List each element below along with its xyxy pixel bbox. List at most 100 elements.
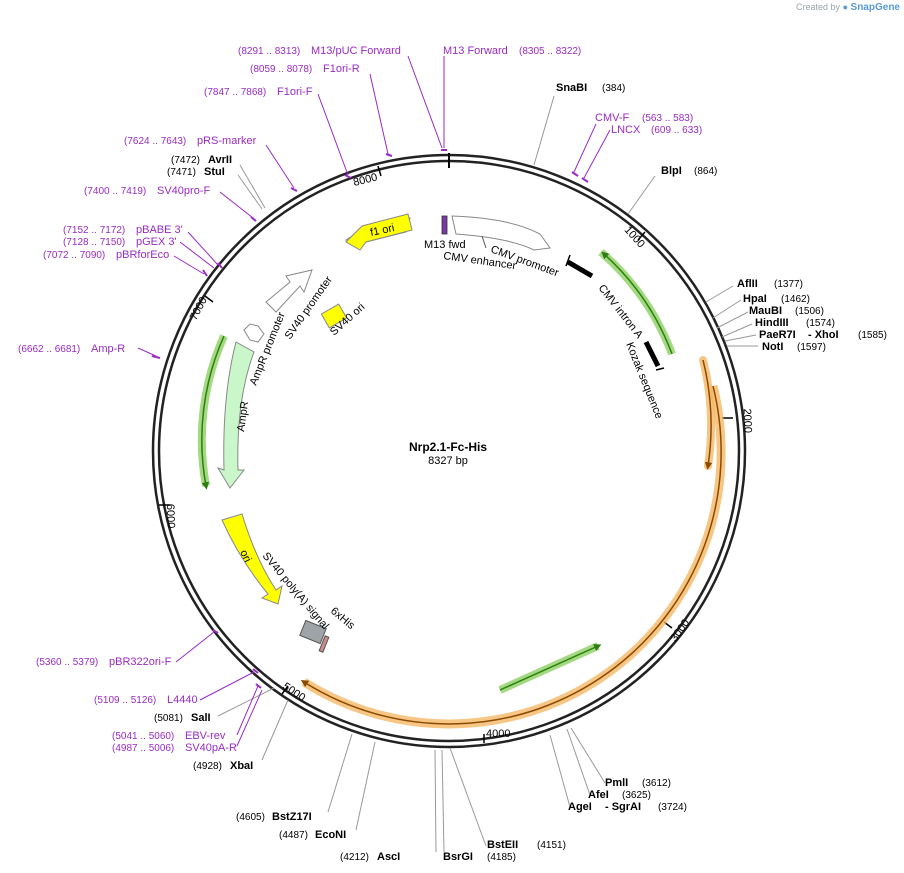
green-feature-arc-3-arrow (201, 335, 225, 490)
leader-line (449, 747, 487, 847)
primer-pos: (8291 .. 8313) (238, 46, 300, 57)
tick-mark (281, 685, 289, 695)
tick-label-7000: 7000 (188, 295, 210, 322)
primer-pos: (8059 .. 8078) (250, 64, 312, 75)
primer-mark (151, 355, 161, 359)
enzyme-label[interactable]: NotI (762, 341, 783, 353)
leader-line (355, 741, 376, 831)
leader-line (179, 241, 215, 269)
primer-mark (202, 269, 208, 277)
enzyme-label[interactable]: StuI (204, 166, 225, 178)
enzyme-label[interactable]: AgeI (568, 801, 592, 813)
enzyme-label[interactable]: BsrGI (443, 851, 473, 863)
primer-label[interactable]: M13/pUC Forward (311, 45, 401, 57)
primer-label[interactable]: F1ori-F (277, 86, 313, 98)
primer-pos: (7152 .. 7172) (63, 225, 125, 236)
green-feature-arc-2-arrow (499, 644, 602, 691)
enzyme-label[interactable]: PaeR7I (759, 329, 796, 341)
tick-mark (204, 295, 214, 303)
leader-line (533, 95, 555, 166)
orange-feature-arc-2 (301, 384, 726, 729)
enzyme-label[interactable]: BstZ17I (272, 811, 312, 823)
primer-label[interactable]: Amp-R (91, 343, 125, 355)
kozak-tick (655, 367, 665, 371)
primer-label[interactable]: pRS-marker (197, 135, 257, 147)
primer-mark (571, 171, 579, 177)
leader-line (187, 231, 219, 266)
primer-label[interactable]: pBRforEco (116, 249, 169, 261)
tick-mark (377, 165, 382, 177)
enzyme-label[interactable]: PmlI (605, 777, 628, 789)
enzyme-label[interactable]: AvrII (208, 154, 232, 166)
leader-line (434, 749, 437, 853)
cmv-arrow (451, 215, 551, 251)
snapgene-credit: Created by ● SnapGene (796, 2, 900, 13)
primer-label[interactable]: M13 Forward (443, 45, 508, 57)
f1-ori-label: f1 ori (369, 222, 395, 239)
leader-line (265, 144, 295, 189)
primer-pos: (7400 .. 7419) (84, 186, 146, 197)
leader-line (175, 631, 215, 663)
primer-label[interactable]: EBV-rev (185, 730, 226, 742)
ampr-promoter-shape (243, 323, 265, 343)
ampr-arrow (216, 341, 255, 489)
primer-mark (212, 629, 219, 634)
enzyme-label[interactable]: AfeI (588, 789, 609, 801)
enzyme-label[interactable]: SnaBI (556, 82, 587, 94)
enzyme-pos: (4928) (193, 761, 222, 772)
primer-pos: (4987 .. 5006) (112, 743, 174, 754)
primer-label[interactable]: pBABE 3' (136, 224, 183, 236)
ampr-label: AmpR (235, 400, 251, 432)
leader-line (327, 733, 353, 813)
primer-label[interactable]: LNCX (611, 124, 641, 136)
enzyme-label[interactable]: EcoNI (315, 829, 346, 841)
enzyme-pos: (384) (602, 83, 625, 94)
primer-label[interactable]: pGEX 3' (136, 236, 177, 248)
primer-label[interactable]: pBR322ori-F (109, 656, 172, 668)
primer-label[interactable]: L4440 (167, 694, 198, 706)
enzyme-label[interactable]: BlpI (661, 165, 682, 177)
enzyme-label[interactable]: - XhoI (808, 329, 839, 341)
enzyme-label[interactable]: HindIII (755, 317, 789, 329)
primer-label[interactable]: SV40pA-R (185, 742, 237, 754)
enzyme-leader-lines (217, 95, 758, 853)
leader-line (199, 671, 255, 701)
enzyme-label[interactable]: SalI (191, 712, 211, 724)
credit-prefix: Created by (796, 2, 841, 12)
enzyme-pos: (4212) (340, 852, 369, 863)
leader-line (627, 175, 656, 215)
leader-line (317, 93, 349, 176)
his6-marker (318, 635, 330, 653)
enzyme-label[interactable]: - SgrAI (605, 801, 641, 813)
leader-line (369, 73, 389, 155)
enzyme-pos: (1597) (797, 342, 826, 353)
kozak-label: Kozak sequence (623, 341, 665, 421)
primer-label[interactable]: SV40pro-F (157, 185, 210, 197)
plasmid-size: 8327 bp (428, 455, 468, 467)
enzyme-pos: (7471) (167, 167, 196, 178)
enzyme-label[interactable]: BstEII (487, 839, 518, 851)
enzyme-pos: (3625) (622, 790, 651, 801)
enzyme-label[interactable]: AflII (737, 278, 758, 290)
primer-label[interactable]: CMV-F (595, 112, 630, 124)
leader-line (407, 55, 443, 149)
snapgene-logo-icon: ● (842, 2, 849, 12)
primer-mark (385, 153, 393, 157)
enzyme-pos: (1462) (781, 294, 810, 305)
enzyme-label[interactable]: HpaI (743, 293, 767, 305)
primer-label[interactable]: F1ori-R (323, 63, 360, 75)
primer-pos: (8305 .. 8322) (519, 46, 581, 57)
credit-brand: SnapGene (850, 2, 900, 13)
leader-line (237, 174, 263, 210)
leader-line (705, 285, 734, 303)
enzyme-pos: (4185) (487, 852, 516, 863)
enzyme-pos: (4151) (537, 840, 566, 851)
green-feature-arc-3 (197, 334, 228, 487)
green-feature-arc-1-arrow (601, 251, 673, 355)
enzyme-label[interactable]: XbaI (230, 760, 253, 772)
primer-mark (290, 187, 298, 192)
enzyme-label[interactable]: MauBI (749, 305, 782, 317)
features: f1 ori M13 fwd CMV enhancer CMV promoter… (216, 213, 665, 653)
sv40-ori-box (320, 303, 348, 329)
enzyme-label[interactable]: AscI (377, 851, 400, 863)
